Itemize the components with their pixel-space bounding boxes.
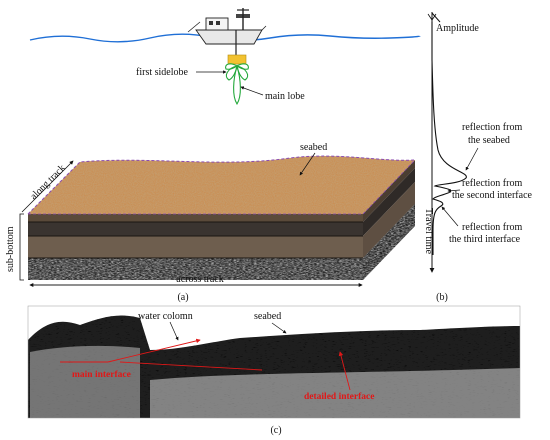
- seabed-label-a: seabed: [300, 142, 327, 153]
- sub-bottom-bracket: [19, 213, 24, 281]
- seabed-label-c: seabed: [254, 311, 281, 322]
- across-track-label: across track: [176, 274, 223, 285]
- seabed-outline: [27, 155, 416, 215]
- seabed-block: [27, 155, 416, 280]
- water-column-pointer: [169, 321, 179, 341]
- sonar-profile-image: [27, 305, 521, 419]
- beam-pattern: [225, 63, 249, 106]
- first-sidelobe-label: first sidelobe: [136, 67, 188, 78]
- sub-bottom-label: sub-bottom: [5, 226, 16, 272]
- amplitude-label: Amplitude: [436, 23, 479, 34]
- travel-time-label: Travel time: [423, 208, 434, 255]
- survey-ship-icon: [187, 8, 267, 45]
- reflection-seabed-line1: reflection from: [462, 122, 522, 133]
- amplitude-plot: [427, 12, 467, 273]
- caption-b: (b): [436, 292, 448, 303]
- reflection-second-line1: reflection from: [462, 178, 522, 189]
- detailed-interface-label: detailed interface: [304, 392, 374, 402]
- seabed-pointer-c: [271, 322, 287, 334]
- main-interface-annotation: [60, 338, 263, 371]
- detailed-interface-annotation: [338, 351, 351, 391]
- amplitude-waveform: [431, 22, 467, 255]
- water-column-label: water colomn: [138, 311, 193, 322]
- reflection-third-line1: reflection from: [462, 222, 522, 233]
- main-lobe-label: main lobe: [265, 91, 305, 102]
- reflection-second-line2: the second interface: [452, 190, 533, 201]
- caption-c: (c): [270, 425, 281, 436]
- reflection-third-line2: the third interface: [449, 234, 521, 245]
- reflection-second-pointer: [447, 189, 461, 193]
- seabed-pointer-a: [299, 152, 316, 176]
- along-track-arrow: [21, 160, 74, 213]
- transducer-icon: [227, 54, 247, 65]
- main-lobe-pointer: [240, 86, 264, 96]
- caption-a: (a): [177, 292, 188, 303]
- reflection-third-pointer: [441, 206, 459, 227]
- reflection-seabed-line2: the seabed: [468, 135, 510, 146]
- reflection-seabed-pointer: [465, 147, 479, 171]
- main-interface-label: main interface: [72, 370, 131, 380]
